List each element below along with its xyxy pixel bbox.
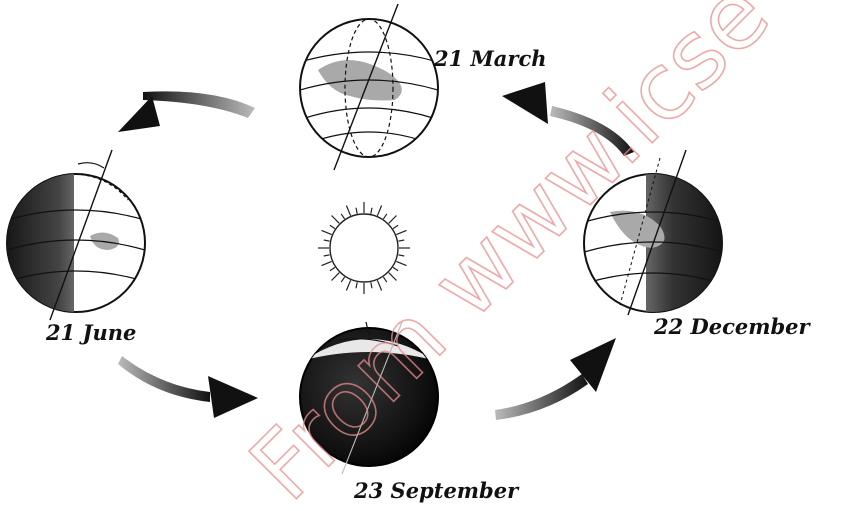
sun-ray [371, 282, 372, 288]
globe-icon [0, 150, 145, 320]
sun-ray [332, 216, 340, 224]
sun-ray [322, 261, 332, 265]
sun-ray [383, 214, 386, 219]
sun-ray [341, 214, 344, 219]
sun-ray [393, 225, 398, 228]
label-23-september: 23 September [353, 478, 520, 503]
sun-ray [324, 255, 330, 256]
sun-ray [383, 277, 386, 282]
sun-ray [322, 230, 332, 234]
sun-ray [389, 216, 397, 224]
arrow-icon [495, 338, 616, 420]
sun-ray [346, 280, 350, 290]
sun-ray [356, 282, 357, 288]
arrow-icon [118, 356, 258, 418]
sun-ray [346, 206, 350, 216]
sun-ray [356, 208, 357, 214]
label-21-march: 21 March [433, 46, 547, 71]
sun-ray [393, 267, 398, 270]
sun-ray [398, 255, 404, 256]
sun-ray [377, 206, 381, 216]
sun-ray [324, 240, 330, 241]
sun-ray [398, 240, 404, 241]
arrow-icon [118, 91, 255, 132]
globe-icon [300, 4, 438, 170]
sun-ray [332, 273, 340, 281]
sun-ray [330, 225, 335, 228]
sun-ray [396, 230, 406, 234]
sun-ray [371, 208, 372, 214]
sun-ray [396, 261, 406, 265]
sun-ray [377, 280, 381, 290]
label-21-june: 21 June [45, 320, 136, 345]
label-22-december: 22 December [653, 314, 812, 339]
sun-ray [330, 267, 335, 270]
sun-ray [341, 277, 344, 282]
